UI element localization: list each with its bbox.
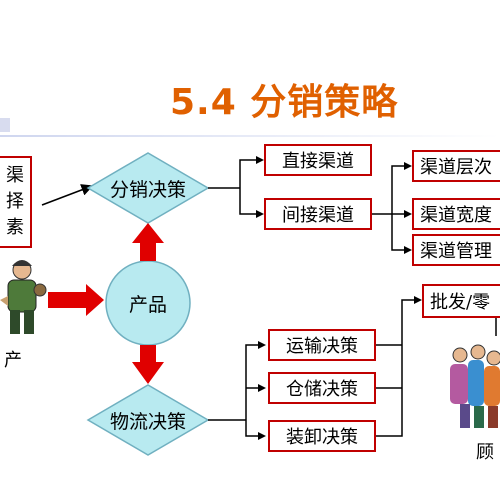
direct-channel-box: 直接渠道 xyxy=(264,144,372,176)
left-box-char-1: 渠 xyxy=(6,165,24,186)
wholesale-retail-box: 批发/零 xyxy=(422,284,500,318)
slide-title: 5.4 分销策略 xyxy=(170,82,399,123)
indirect-channel-box: 间接渠道 xyxy=(264,198,372,230)
red-arrow-up xyxy=(132,223,164,261)
arrowhead-direct xyxy=(256,156,264,164)
logistics-decision-label: 物流决策 xyxy=(109,410,186,433)
connector-indirect-to-sub xyxy=(372,165,410,251)
arrowhead-item-1 xyxy=(258,341,266,349)
channel-width-box: 渠道宽度 xyxy=(412,198,500,230)
arrowhead-indirect xyxy=(256,210,264,218)
arrowhead-sub-3 xyxy=(404,246,412,254)
left-box-char-2: 择 xyxy=(6,191,24,212)
handling-decision-box: 装卸决策 xyxy=(268,420,376,452)
customer-caption: 顾 xyxy=(476,442,494,463)
left-box-char-3: 素 xyxy=(6,217,24,238)
arrowhead-sub-2 xyxy=(404,210,412,218)
left-factors-box: 渠 择 素 xyxy=(0,156,32,248)
left-accent-bar xyxy=(0,118,10,132)
product-label: 产品 xyxy=(128,293,167,316)
arrowhead-sub-1 xyxy=(404,162,412,170)
transport-decision-box: 运输决策 xyxy=(268,329,376,361)
storage-decision-box: 仓储决策 xyxy=(268,372,376,404)
producer-figure xyxy=(0,260,47,334)
arrowhead-item-2 xyxy=(258,384,266,392)
connector-distribution-to-channels xyxy=(208,159,262,215)
connector-items-to-wholesale xyxy=(376,299,420,437)
red-arrow-right xyxy=(48,284,104,316)
distribution-decision-label: 分销决策 xyxy=(109,178,186,201)
channel-level-box: 渠道层次 xyxy=(412,150,500,182)
connector-logistics-to-items xyxy=(208,344,264,437)
channel-management-box: 渠道管理 xyxy=(412,234,500,266)
red-arrow-down xyxy=(132,345,164,384)
arrowhead-item-3 xyxy=(258,432,266,440)
arrowhead-wholesale xyxy=(414,296,422,304)
connector-left-to-distribution xyxy=(41,184,94,206)
producer-caption: 产 xyxy=(4,350,22,371)
title-underline xyxy=(0,135,500,137)
customers-figure xyxy=(440,344,500,437)
